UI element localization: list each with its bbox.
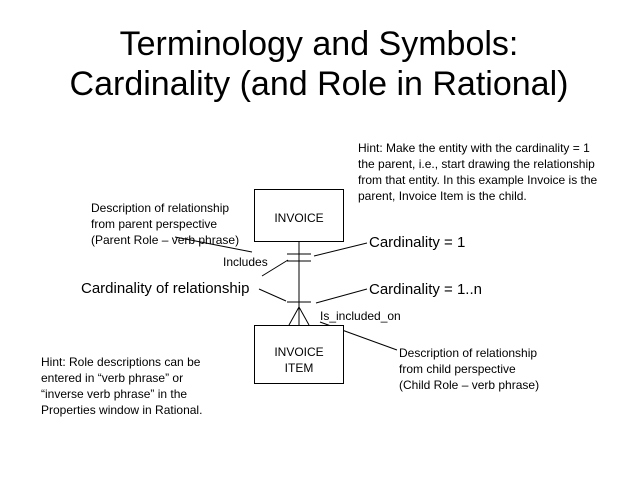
hint-bottom-line-1: Hint: Role descriptions can be xyxy=(41,355,201,369)
pointer-parent-desc xyxy=(174,236,253,253)
entity-invoice-item[interactable]: INVOICE ITEM xyxy=(254,325,344,384)
crows-foot-left xyxy=(288,306,300,326)
crows-foot-right xyxy=(298,306,310,326)
hint-role-descriptions: Hint: Role descriptions can be entered i… xyxy=(41,354,202,418)
parent-role-description: Description of relationship from parent … xyxy=(91,200,239,248)
child-desc-line-3: (Child Role – verb phrase) xyxy=(399,378,540,392)
parent-desc-line-2: from parent perspective xyxy=(91,217,218,231)
hint-bottom-line-3: “inverse verb phrase” in the xyxy=(41,387,188,401)
pointer-cardinality-1n xyxy=(315,288,368,304)
cardinality-1-label: Cardinality = 1 xyxy=(369,234,466,251)
hint-parent-entity: Hint: Make the entity with the cardinali… xyxy=(358,140,597,204)
child-role-description: Description of relationship from child p… xyxy=(399,345,539,393)
hint-top-line-1: Hint: Make the entity with the cardinali… xyxy=(358,141,590,155)
hint-bottom-line-4: Properties window in Rational. xyxy=(41,403,203,417)
slide-title: Terminology and Symbols: Cardinality (an… xyxy=(0,24,638,104)
hint-top-line-2: the parent, i.e., start drawing the rela… xyxy=(358,157,595,171)
entity-invoice-item-label-1: INVOICE xyxy=(274,345,324,359)
includes-role-label: Includes xyxy=(223,255,268,269)
entity-invoice-label: INVOICE xyxy=(274,211,324,225)
cardinality-of-relationship-label: Cardinality of relationship xyxy=(81,280,250,297)
hint-top-line-3: from that entity. In this example Invoic… xyxy=(358,173,598,187)
child-desc-line-2: from child perspective xyxy=(399,362,516,376)
parent-desc-line-1: Description of relationship xyxy=(91,201,230,215)
cardinality-1n-label: Cardinality = 1..n xyxy=(369,281,482,298)
child-desc-line-1: Description of relationship xyxy=(399,346,538,360)
entity-invoice-item-label-2: ITEM xyxy=(284,361,314,375)
parent-desc-line-3: (Parent Role – verb phrase) xyxy=(91,233,240,247)
pointer-cardinality-1 xyxy=(313,242,368,257)
title-line-1: Terminology and Symbols: xyxy=(119,25,519,63)
title-line-2: Cardinality (and Role in Rational) xyxy=(69,65,569,103)
hint-bottom-line-2: entered in “verb phrase” or xyxy=(41,371,184,385)
hint-top-line-4: parent, Invoice Item is the child. xyxy=(358,189,527,203)
pointer-includes xyxy=(261,259,289,277)
pointer-cardinality-of-relationship xyxy=(258,288,287,302)
is-included-on-role-label: Is_included_on xyxy=(320,309,401,323)
entity-invoice[interactable]: INVOICE xyxy=(254,189,344,242)
